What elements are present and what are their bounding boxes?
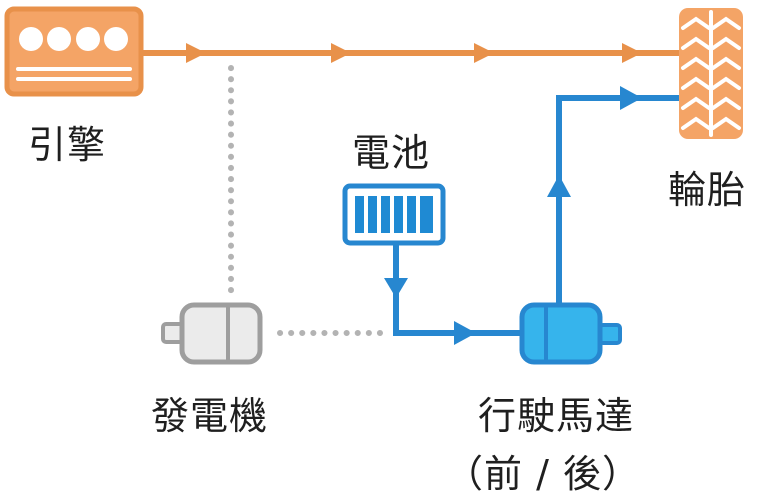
battery-to-motor-flow — [384, 245, 522, 345]
flow-arrow — [331, 43, 351, 63]
wheel-label: 輪胎 — [668, 168, 747, 212]
flow-arrow — [186, 43, 206, 63]
flow-arrow — [454, 321, 476, 345]
generator-icon — [161, 302, 263, 365]
engine-icon — [4, 6, 144, 97]
battery-icon — [342, 183, 446, 246]
tire-icon — [679, 8, 743, 139]
flow-arrow — [474, 43, 494, 63]
flow-arrow — [620, 86, 642, 110]
engine-to-wheel-flow — [143, 43, 690, 63]
motor-to-wheel-flow — [547, 86, 690, 308]
flow-arrow — [384, 278, 408, 298]
flow-arrow — [622, 43, 642, 63]
flow-arrow — [547, 175, 571, 197]
motor-position-label: （前 / 後） — [445, 452, 641, 496]
motor-label: 行駛馬達 — [478, 394, 635, 438]
battery-label: 電池 — [352, 131, 431, 175]
engine-label: 引擎 — [28, 123, 107, 167]
generator-label: 發電機 — [151, 394, 269, 438]
motor-icon — [519, 302, 622, 365]
